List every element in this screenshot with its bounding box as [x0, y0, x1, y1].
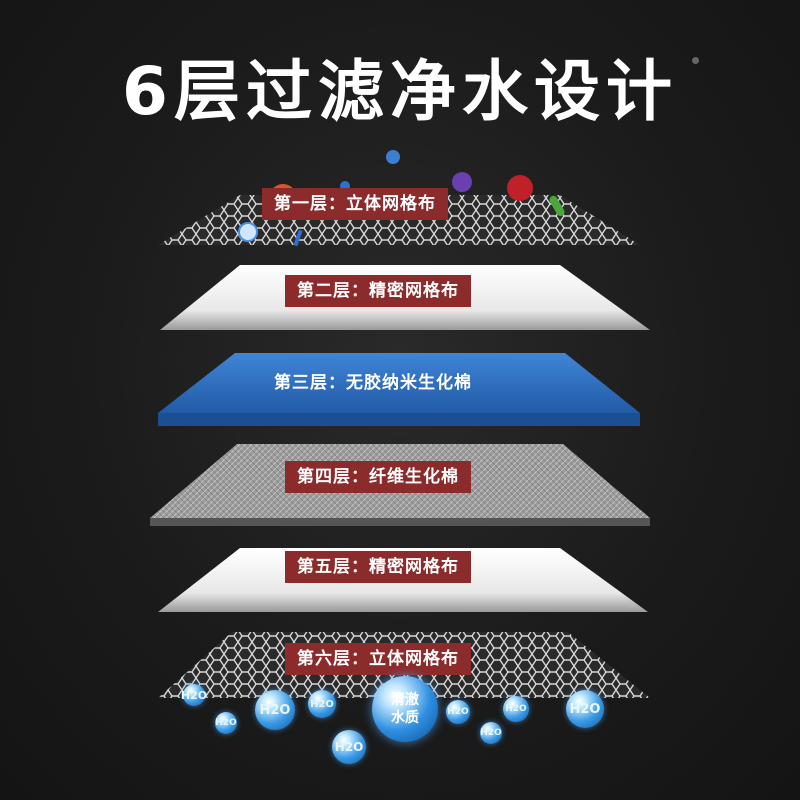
layer-2-label: 第二层：精密网格布 [285, 275, 471, 307]
bacteria-decoration [238, 150, 565, 247]
water-drop-icon: H2O [255, 690, 295, 730]
clear-water-badge: 清澈 水质 [372, 676, 438, 742]
layer-3-label: 第三层：无胶纳米生化棉 [274, 373, 472, 393]
layer-6-label: 第六层：立体网格布 [285, 643, 471, 675]
water-drop-icon: H2O [332, 730, 366, 764]
drop-label: H2O [215, 718, 237, 728]
water-drop-icon: H2O [215, 712, 237, 734]
badge-line-2: 水质 [391, 710, 419, 726]
drop-label: H2O [480, 728, 502, 738]
badge-line-1: 清澈 [391, 692, 419, 708]
drop-label: H2O [569, 701, 601, 717]
water-drop-icon: H2O [566, 690, 604, 728]
water-drop-icon: H2O [180, 684, 208, 706]
water-drop-icon: H2O [446, 700, 470, 724]
water-drop-icon: H2O [480, 722, 502, 744]
drop-label: H2O [334, 740, 364, 754]
layer-3-blue [158, 353, 640, 426]
layer-1-label: 第一层：立体网格布 [262, 188, 448, 220]
drop-label: H2O [447, 707, 469, 717]
drop-label: H2O [505, 704, 527, 714]
drop-label: H2O [310, 698, 334, 710]
layer-4-label: 第四层：纤维生化棉 [285, 461, 471, 493]
water-drop-icon: H2O [308, 690, 336, 718]
drop-label: H2O [259, 702, 291, 718]
water-drop-icon: H2O [503, 696, 529, 722]
decorative-dot [692, 57, 699, 64]
layer-5-label: 第五层：精密网格布 [285, 551, 471, 583]
page-title: 6层过滤净水设计 [122, 53, 678, 130]
drop-label: H2O [180, 688, 208, 702]
